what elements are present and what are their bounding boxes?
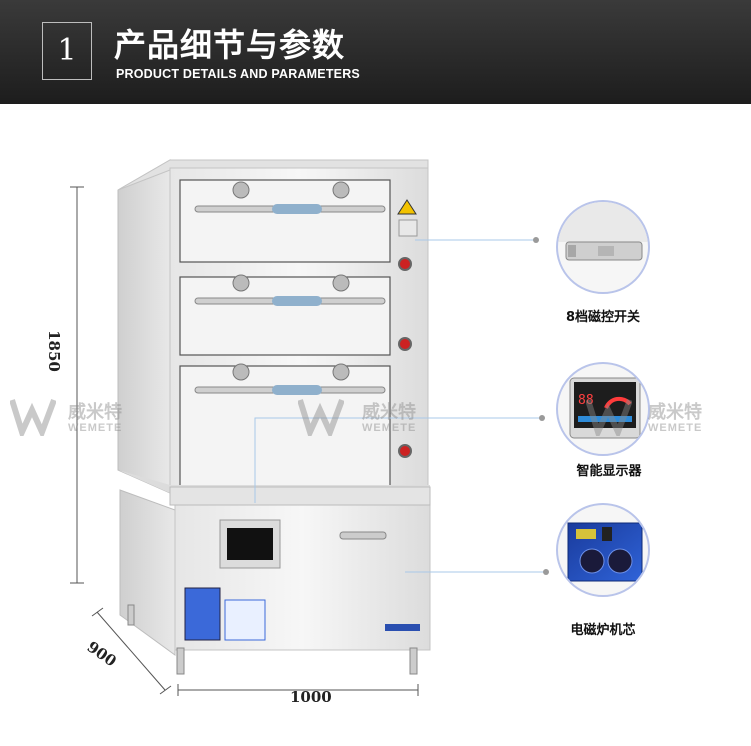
- watermark-brand-en: WEMETE: [362, 422, 417, 434]
- depth-dimension-line: [91, 607, 172, 695]
- knob-1: [398, 257, 412, 271]
- knob-2: [398, 337, 412, 351]
- warning-sticker: [397, 199, 417, 215]
- watermark-brand-cn: 威米特: [648, 402, 702, 423]
- watermark-1: 威米特 WEMETE: [9, 396, 190, 446]
- height-dimension-line: [70, 186, 84, 584]
- spec-sticker: [224, 599, 266, 641]
- section-number: 1: [42, 22, 92, 80]
- leader-dot-1: [533, 237, 539, 243]
- watermark-2: 威米特 WEMETE: [297, 396, 478, 446]
- knob-3: [398, 444, 412, 458]
- display-readout: 88: [578, 393, 594, 408]
- certification-sticker: [184, 587, 221, 641]
- leg-3: [127, 604, 135, 626]
- page-title: 产品细节与参数: [114, 26, 346, 64]
- label-plate: [398, 219, 418, 237]
- drawer-handle: [339, 531, 387, 540]
- feature-label-switch: 8档磁控开关: [565, 310, 641, 325]
- drain-valve: [385, 624, 420, 631]
- steam-door-1: [179, 179, 391, 263]
- steam-door-3: [179, 363, 391, 489]
- section-header: 1 产品细节与参数 PRODUCT DETAILS AND PARAMETERS: [0, 0, 751, 104]
- page-subtitle: PRODUCT DETAILS AND PARAMETERS: [116, 67, 360, 81]
- watermark-3: 威米特 WEMETE: [585, 396, 746, 446]
- leader-dot-3: [543, 569, 549, 575]
- control-screen: [227, 528, 273, 560]
- base-side: [119, 489, 176, 656]
- smart-display-icon: 88: [556, 362, 650, 456]
- width-label: 1000: [290, 688, 332, 706]
- magnetic-switch-icon: [556, 200, 650, 294]
- leader-dot-2: [539, 415, 545, 421]
- watermark-brand-en: WEMETE: [648, 422, 703, 434]
- feature-label-core: 电磁炉机芯: [570, 623, 636, 638]
- base-lid: [169, 486, 431, 506]
- steam-door-2: [179, 274, 391, 356]
- height-label: 1850: [44, 330, 63, 372]
- width-dimension-line: [177, 684, 419, 696]
- leader-line-display: [254, 417, 542, 503]
- watermark-brand-cn: 威米特: [362, 402, 416, 423]
- watermark-brand-en: WEMETE: [68, 422, 123, 434]
- watermark-brand-cn: 威米特: [68, 402, 122, 423]
- feature-label-display: 智能显示器: [576, 464, 642, 479]
- leg-1: [176, 647, 185, 675]
- leg-2: [409, 647, 418, 675]
- induction-core-icon: [556, 503, 650, 597]
